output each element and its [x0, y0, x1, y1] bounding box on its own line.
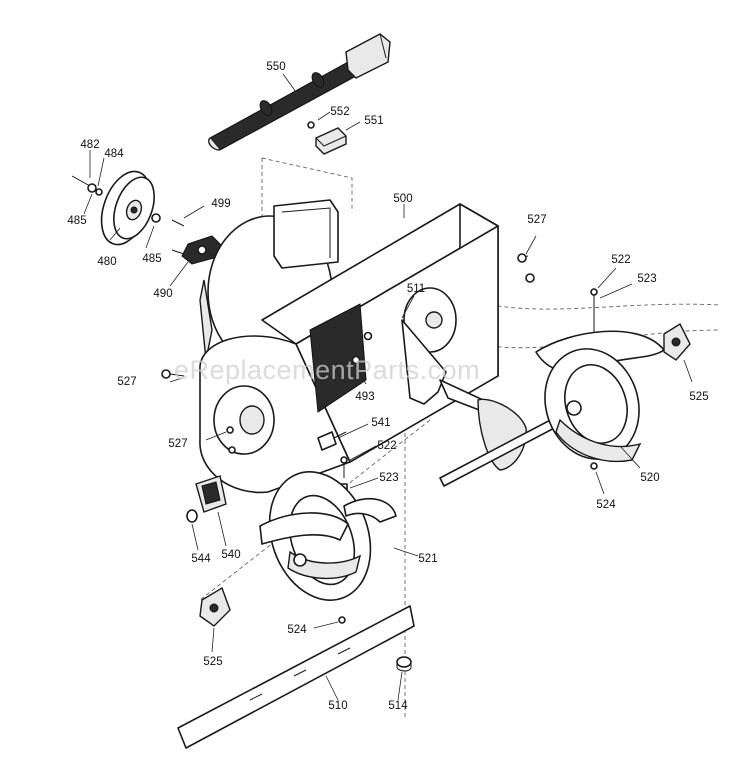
callout-550: 550	[266, 61, 285, 73]
callout-522-top: 522	[611, 254, 630, 266]
callout-523-lower: 523	[379, 472, 398, 484]
auger-housing	[199, 199, 499, 494]
right-auger	[535, 288, 665, 470]
leader-lines	[83, 73, 693, 701]
callout-520: 520	[640, 472, 659, 484]
callout-484: 484	[104, 148, 124, 160]
callout-482: 482	[80, 139, 99, 151]
callout-525-right: 525	[689, 391, 708, 403]
callout-525-left: 525	[203, 656, 222, 668]
scraper-bar	[177, 605, 415, 749]
callout-552: 552	[330, 106, 349, 118]
callout-527-left: 527	[117, 376, 136, 388]
callout-523-top: 523	[637, 273, 656, 285]
callout-500: 500	[393, 193, 412, 205]
bearing-bracket	[186, 475, 227, 523]
callout-521: 521	[418, 553, 437, 565]
right-bearing	[663, 322, 691, 361]
left-bearing	[199, 586, 231, 627]
pulley	[71, 170, 161, 246]
bolts-527	[161, 253, 535, 379]
callout-527-plate: 527	[168, 438, 187, 450]
gearbox	[401, 319, 563, 487]
callout-540: 540	[221, 549, 240, 561]
callout-485-right: 485	[142, 253, 161, 265]
nut-514	[396, 656, 412, 672]
callout-522-lower: 522	[377, 440, 396, 452]
callout-499: 499	[211, 198, 230, 210]
callout-527-top: 527	[527, 214, 546, 226]
callout-524-lower: 524	[287, 624, 307, 636]
discharge-tube	[208, 33, 391, 151]
chute-bracket	[307, 121, 347, 155]
callout-551: 551	[364, 115, 383, 127]
callout-485-left: 485	[67, 215, 86, 227]
callout-493: 493	[355, 391, 374, 403]
callouts: 550 552 551 482 484 485 480 485 499 490 …	[67, 61, 708, 712]
bolt-541	[317, 431, 347, 451]
bearing-flange	[171, 219, 223, 265]
callout-510: 510	[328, 700, 347, 712]
left-auger	[259, 471, 397, 601]
callout-514: 514	[388, 700, 408, 712]
watermark-text: eReplacementParts.com	[174, 355, 480, 385]
callout-524-right: 524	[596, 499, 616, 511]
callout-511: 511	[407, 283, 425, 295]
nut-524	[338, 616, 346, 624]
callout-490: 490	[153, 288, 172, 300]
callout-480: 480	[97, 256, 116, 268]
callout-544: 544	[191, 553, 211, 565]
callout-541: 541	[371, 417, 390, 429]
